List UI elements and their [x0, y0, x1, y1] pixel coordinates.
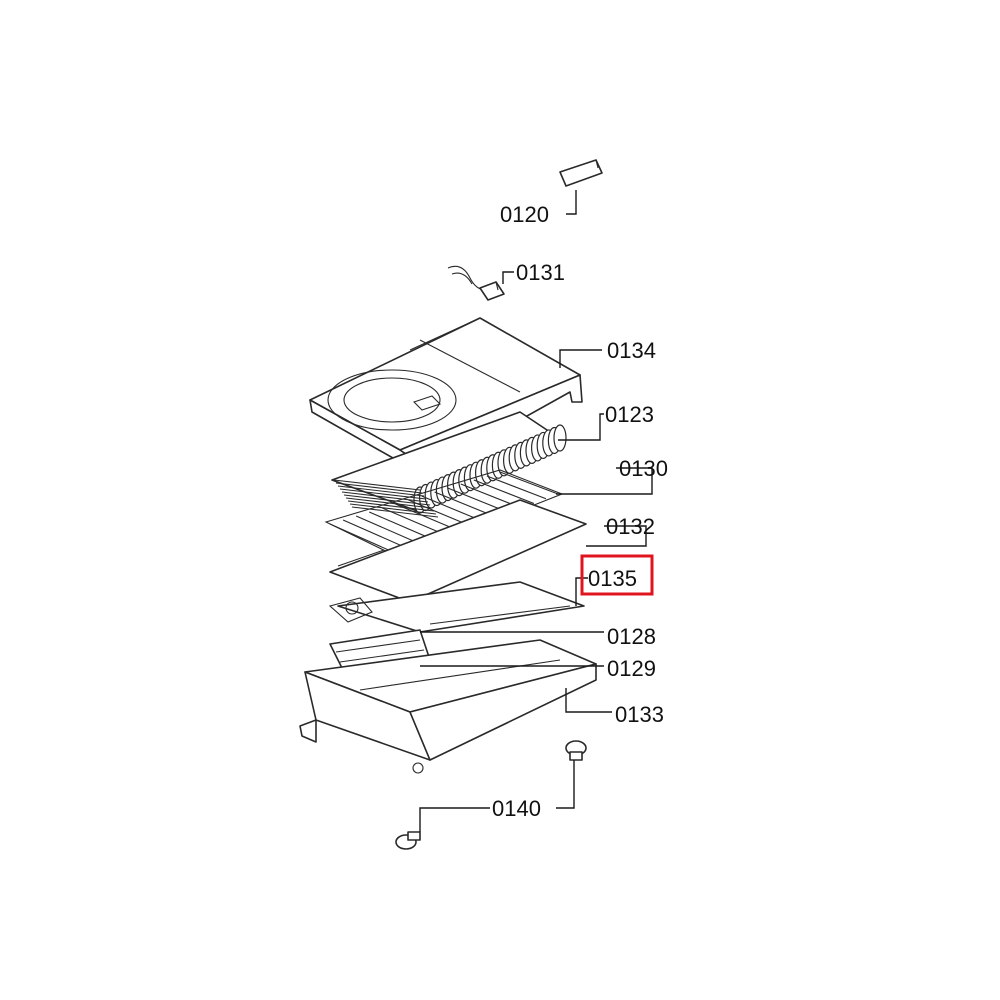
- grid-wire: [499, 471, 559, 495]
- leader-lines: [419, 190, 653, 832]
- part-0120-plate: [559, 159, 603, 187]
- coil-tube: [351, 506, 439, 518]
- part-0140-screw-right: [565, 740, 587, 761]
- part-0123-evaporator-coil: [331, 411, 567, 518]
- callout-0130: 0130: [619, 456, 668, 481]
- grid-wire: [473, 479, 535, 505]
- callout-0129: 0129: [607, 656, 656, 681]
- part-0132-tray-plate: [329, 499, 587, 603]
- callout-0132: 0132: [606, 514, 655, 539]
- coil-tube: [337, 485, 425, 497]
- callout-0134: 0134: [607, 338, 656, 363]
- callout-0133: 0133: [615, 702, 664, 727]
- callout-0135: 0135: [588, 566, 637, 591]
- callout-0135-highlight-box: [580, 554, 654, 596]
- grid-wire: [486, 475, 547, 500]
- coil-tube: [347, 500, 435, 512]
- callout-0128: 0128: [607, 624, 656, 649]
- coil-tube: [333, 479, 421, 491]
- coil-tube: [335, 482, 423, 494]
- part-0131-sensor: [447, 265, 505, 301]
- coil-tube: [341, 491, 429, 503]
- callout-0140: 0140: [492, 796, 541, 821]
- callout-0120: 0120: [500, 202, 549, 227]
- callout-0123: 0123: [605, 402, 654, 427]
- part-0133-base-tray: [299, 639, 597, 774]
- coil-loop: [553, 424, 567, 452]
- coil-tube: [339, 488, 427, 500]
- part-0135-heating-foil: [328, 581, 585, 633]
- part-0140-screw-left: [395, 831, 421, 850]
- callout-0131: 0131: [516, 260, 565, 285]
- coil-tube: [349, 503, 437, 515]
